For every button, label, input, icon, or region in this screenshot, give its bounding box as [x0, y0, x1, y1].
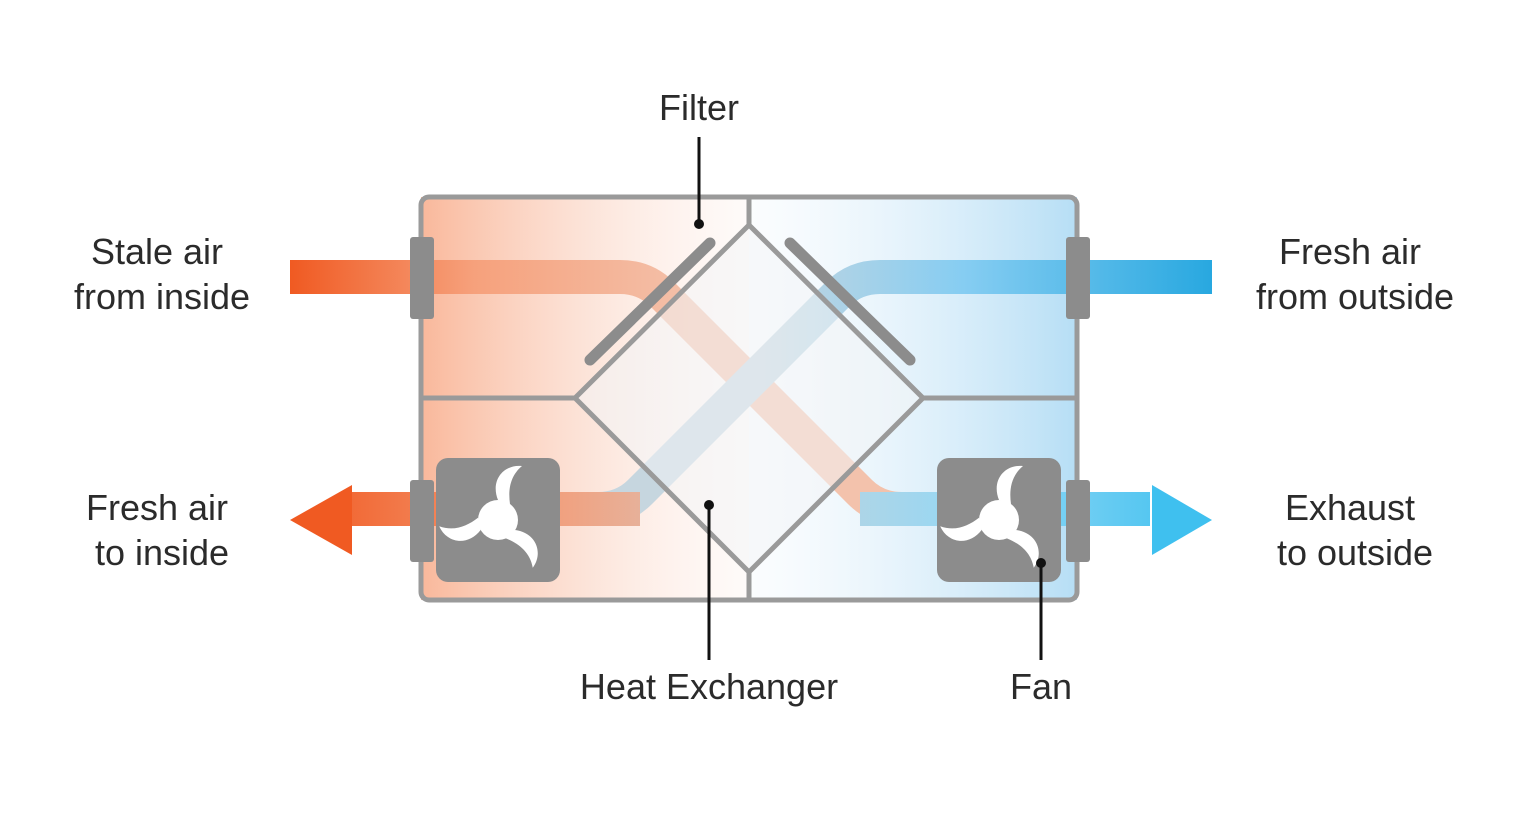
- label-stale-air: Stale air from inside: [74, 231, 250, 317]
- housing-frame: [418, 194, 1080, 603]
- label-exhaust: Exhaust to outside: [1277, 487, 1433, 573]
- collar-fresh-inside: [410, 480, 434, 562]
- filter-left: [584, 237, 716, 366]
- label-fresh-air-from-outside: Fresh air from outside: [1256, 231, 1454, 317]
- filter-right: [784, 237, 916, 366]
- fan-icon-left: [436, 458, 560, 582]
- label-heat-exchanger: Heat Exchanger: [580, 666, 838, 707]
- collar-exhaust: [1066, 480, 1090, 562]
- arrow-fresh-air-to-inside: [290, 485, 352, 555]
- leader-lines: [694, 137, 1046, 660]
- collar-stale-air: [410, 237, 434, 319]
- label-filter: Filter: [659, 87, 739, 128]
- arrow-exhaust-to-outside: [1152, 485, 1212, 555]
- collar-fresh-outside: [1066, 237, 1090, 319]
- label-fresh-air-to-inside: Fresh air to inside: [86, 487, 238, 573]
- label-fan: Fan: [1010, 666, 1072, 707]
- filters: [584, 237, 916, 366]
- duct-collars: [410, 237, 1090, 562]
